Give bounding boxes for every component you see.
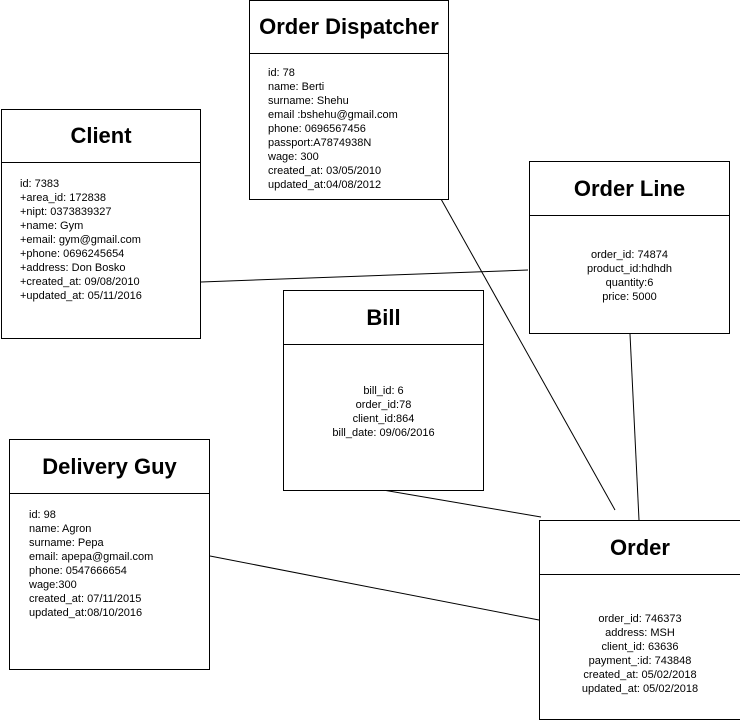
attribute-row: id: 7383 <box>20 178 60 190</box>
attribute-list: id: 7383 +area_id: 172838 +nipt: 037383932… <box>2 163 200 303</box>
attribute-row: created_at: 03/05/2010 <box>268 165 382 177</box>
attribute-row: created_at: 07/11/2015 <box>29 593 142 605</box>
attribute-row: name: Agron <box>29 523 92 535</box>
attribute-row: client_id: 63636 <box>601 641 679 653</box>
attribute-row: bill_date: 09/06/2016 <box>332 427 435 439</box>
attribute-list: order_id: 74874 product_id:hdhdh quantity:… <box>530 216 729 304</box>
attribute-row: email: apepa@gmail.com <box>29 551 154 563</box>
entity-title: Order <box>540 521 740 575</box>
attribute-row: +area_id: 172838 <box>20 192 106 204</box>
entity-delivery-guy[interactable]: Delivery Guy id: 98 name: Agron surname: P… <box>9 439 210 670</box>
attribute-list: id: 98 name: Agron surname: Pepa email: ape… <box>10 494 209 620</box>
attribute-row: wage: 300 <box>268 151 319 163</box>
attribute-row: quantity:6 <box>605 277 654 289</box>
attribute-row: email :bshehu@gmail.com <box>268 109 398 121</box>
attribute-row: phone: 0547666654 <box>29 565 127 577</box>
attribute-row: +name: Gym <box>20 220 84 232</box>
attribute-row: id: 78 <box>268 67 295 79</box>
attribute-row: +phone: 0696245654 <box>20 248 125 260</box>
attribute-list: bill_id: 6 order_id:78 client_id:864 bill_d… <box>284 345 483 440</box>
attribute-row: order_id:78 <box>355 399 412 411</box>
attribute-row: passport:A7874938N <box>268 137 372 149</box>
entity-client[interactable]: Client id: 7383 +area_id: 172838 +nipt: 03… <box>1 109 201 339</box>
entity-title: Order Line <box>530 162 729 216</box>
attribute-row: id: 98 <box>29 509 56 521</box>
attribute-row: product_id:hdhdh <box>586 263 672 275</box>
entity-order-line[interactable]: Order Line order_id: 74874 product_id:hdh… <box>529 161 730 334</box>
attribute-row: created_at: 05/02/2018 <box>583 669 697 681</box>
attribute-row: name: Berti <box>268 81 325 93</box>
attribute-row: +email: gym@gmail.com <box>20 234 141 246</box>
attribute-list: id: 78 name: Berti surname: Shehu email :bs… <box>250 54 448 192</box>
connector-order-dispatcher-order <box>440 198 616 511</box>
attribute-row: +address: Don Bosko <box>20 262 126 274</box>
attribute-row: order_id: 746373 <box>598 613 682 625</box>
attribute-row: updated_at: 05/02/2018 <box>581 683 699 695</box>
attribute-row: +created_at: 09/08/2010 <box>20 276 140 288</box>
connector-delivery-guy-order <box>209 555 540 621</box>
attribute-row: wage:300 <box>29 579 77 591</box>
entity-title: Client <box>2 110 200 163</box>
attribute-row: updated_at:04/08/2012 <box>268 179 382 191</box>
connector-bill-order <box>382 489 542 518</box>
entity-order[interactable]: Order order_id: 746373 address: MSH client… <box>539 520 740 720</box>
connector-client-order-line <box>200 269 529 283</box>
attribute-row: order_id: 74874 <box>590 249 669 261</box>
attribute-row: updated_at:08/10/2016 <box>29 607 143 619</box>
attribute-row: address: MSH <box>605 627 675 639</box>
attribute-row: price: 5000 <box>602 291 657 303</box>
attribute-row: phone: 0696567456 <box>268 123 366 135</box>
attribute-row: surname: Shehu <box>268 95 349 107</box>
attribute-row: surname: Pepa <box>29 537 104 549</box>
entity-title: Delivery Guy <box>10 440 209 494</box>
attribute-row: +nipt: 0373839327 <box>20 206 112 218</box>
entity-title: Order Dispatcher <box>250 1 448 54</box>
attribute-row: client_id:864 <box>352 413 415 425</box>
attribute-row: payment_:id: 743848 <box>588 655 692 667</box>
connector-order-line-order <box>629 333 640 521</box>
attribute-row: bill_id: 6 <box>363 385 404 397</box>
attribute-row: +updated_at: 05/11/2016 <box>20 290 142 302</box>
entity-order-dispatcher[interactable]: Order Dispatcher id: 78 name: Berti surnam… <box>249 0 449 200</box>
attribute-list: order_id: 746373 address: MSH client_id: 6… <box>540 575 740 696</box>
entity-title: Bill <box>284 291 483 345</box>
